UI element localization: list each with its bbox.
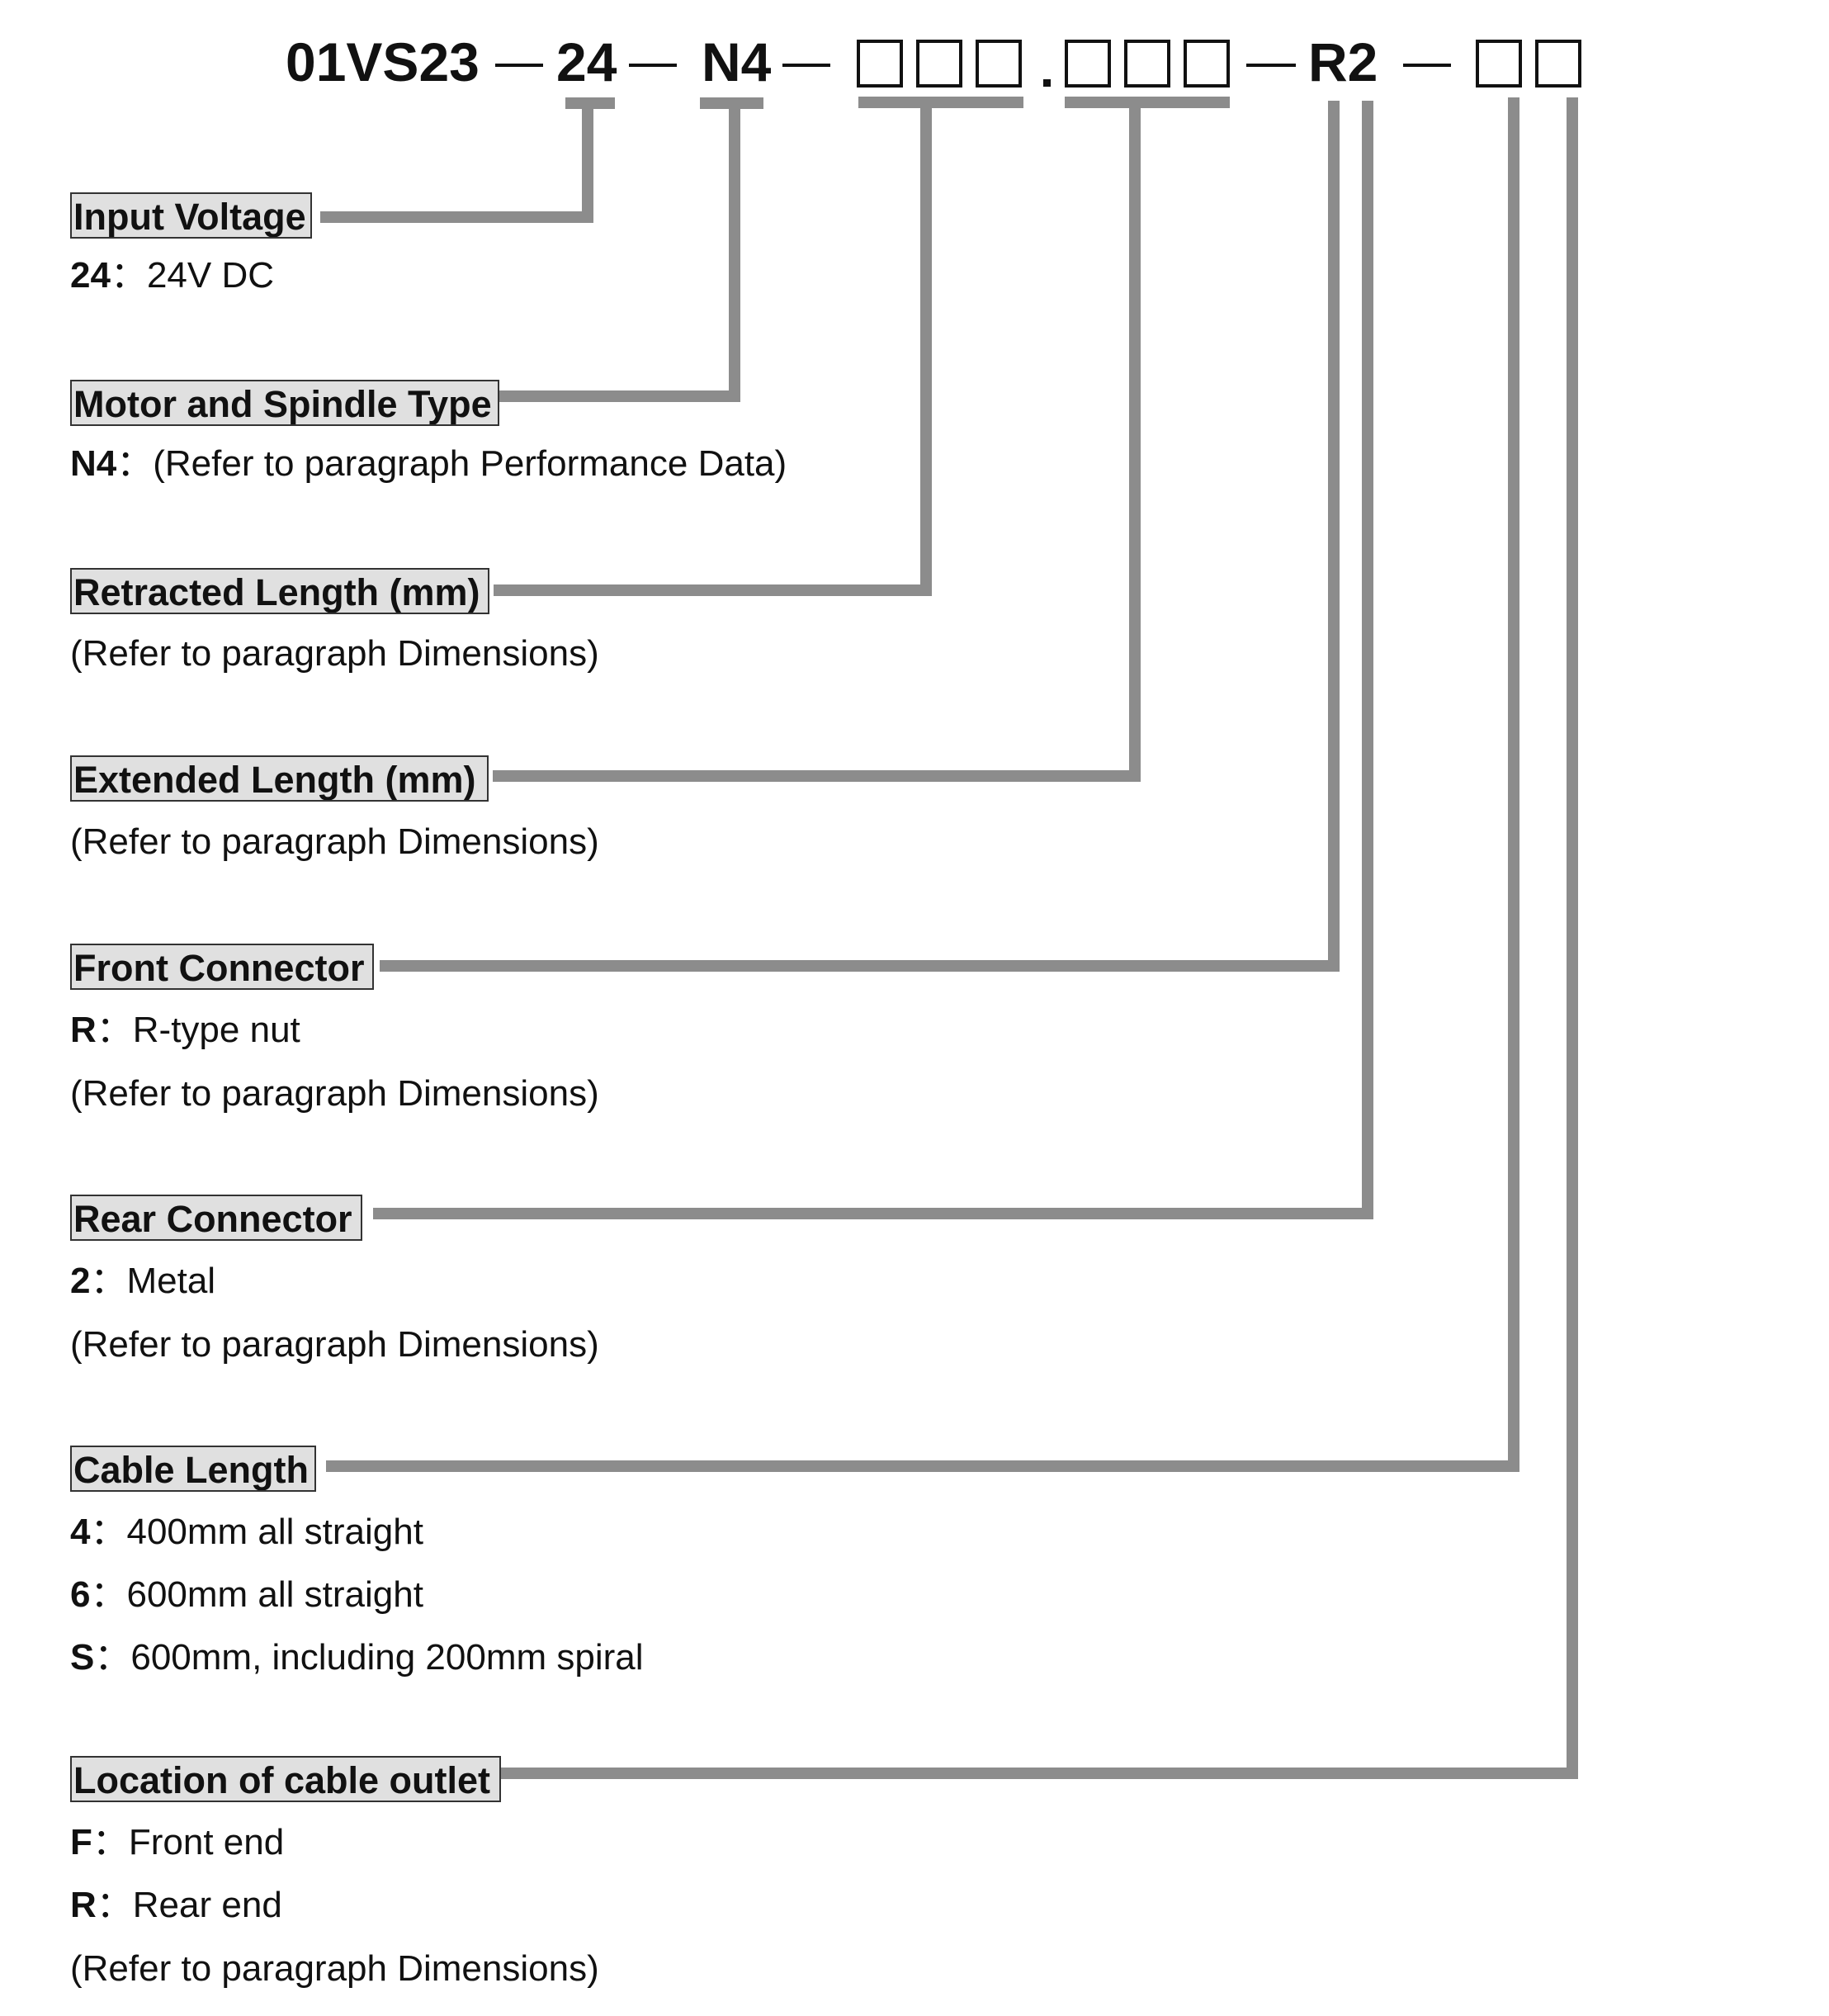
option-line: 2：Metal [70,1261,216,1301]
option-line: 6：600mm all straight [70,1574,423,1615]
code-connectors: R2 [1308,31,1378,92]
code-dash [1246,64,1296,67]
code-dash [782,64,830,67]
section-title: Cable Length [70,1446,316,1492]
section-title: Location of cable outlet [70,1756,501,1802]
code-box-extended-2 [1124,40,1170,88]
code-box-retracted-2 [916,40,962,88]
option-line: S：600mm, including 200mm spiral [70,1637,644,1678]
option-line: 24：24V DC [70,255,275,296]
option-line: (Refer to paragraph Dimensions) [70,1073,599,1114]
option-line: F：Front end [70,1822,285,1862]
option-line: (Refer to paragraph Dimensions) [70,1324,599,1365]
section-title: Retracted Length (mm) [70,568,489,614]
section-title: Extended Length (mm) [70,755,489,802]
connector-front [380,101,1340,972]
code-decimal-point [1043,79,1051,87]
option-line: R：Rear end [70,1885,282,1925]
code-box-cable-length [1476,40,1522,88]
code-box-cable-outlet [1535,40,1581,88]
connector-cable-outlet [495,97,1578,1779]
code-box-retracted-1 [857,40,903,88]
section-title: Front Connector [70,944,374,990]
connector-rear [373,101,1373,1219]
code-box-extended-3 [1184,40,1230,88]
connector-retracted [494,102,932,596]
section-title: Input Voltage [70,192,312,239]
connector-motor [499,103,740,402]
option-line: N4：(Refer to paragraph Performance Data) [70,443,787,484]
code-motor: N4 [702,31,772,92]
connector-extended [493,102,1141,782]
code-prefix: 01VS23 [286,31,480,92]
option-line: R：R-type nut [70,1010,300,1050]
option-line: (Refer to paragraph Dimensions) [70,633,599,674]
code-voltage: 24 [556,31,617,92]
connector-cable-length [326,97,1519,1472]
code-dash [1403,64,1451,67]
connector-voltage [320,103,593,223]
option-line: 4：400mm all straight [70,1512,423,1552]
section-title: Motor and Spindle Type [70,380,499,426]
option-line: (Refer to paragraph Dimensions) [70,821,599,862]
code-dash [629,64,677,67]
code-box-retracted-3 [976,40,1022,88]
option-line: (Refer to paragraph Dimensions) [70,1948,599,1989]
code-dash [495,64,543,67]
code-box-extended-1 [1065,40,1111,88]
section-title: Rear Connector [70,1195,362,1241]
